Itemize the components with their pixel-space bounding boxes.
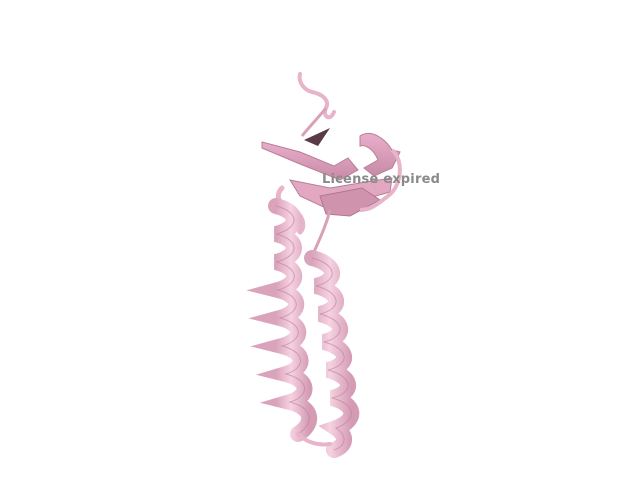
beta-strand-1: [261, 141, 359, 181]
coil-loop-mid: [300, 107, 328, 137]
coil-loop-top: [297, 72, 336, 120]
coil-linker: [312, 209, 332, 253]
dark-strand-top: [304, 128, 330, 146]
alpha-helix-left: [246, 198, 317, 442]
coil-loop-sheet: [359, 148, 402, 212]
license-watermark: License expired: [322, 172, 441, 187]
alpha-helix-right: [304, 250, 360, 458]
beta-strand-2: [359, 132, 401, 177]
coil-loop-bottom: [296, 432, 332, 447]
